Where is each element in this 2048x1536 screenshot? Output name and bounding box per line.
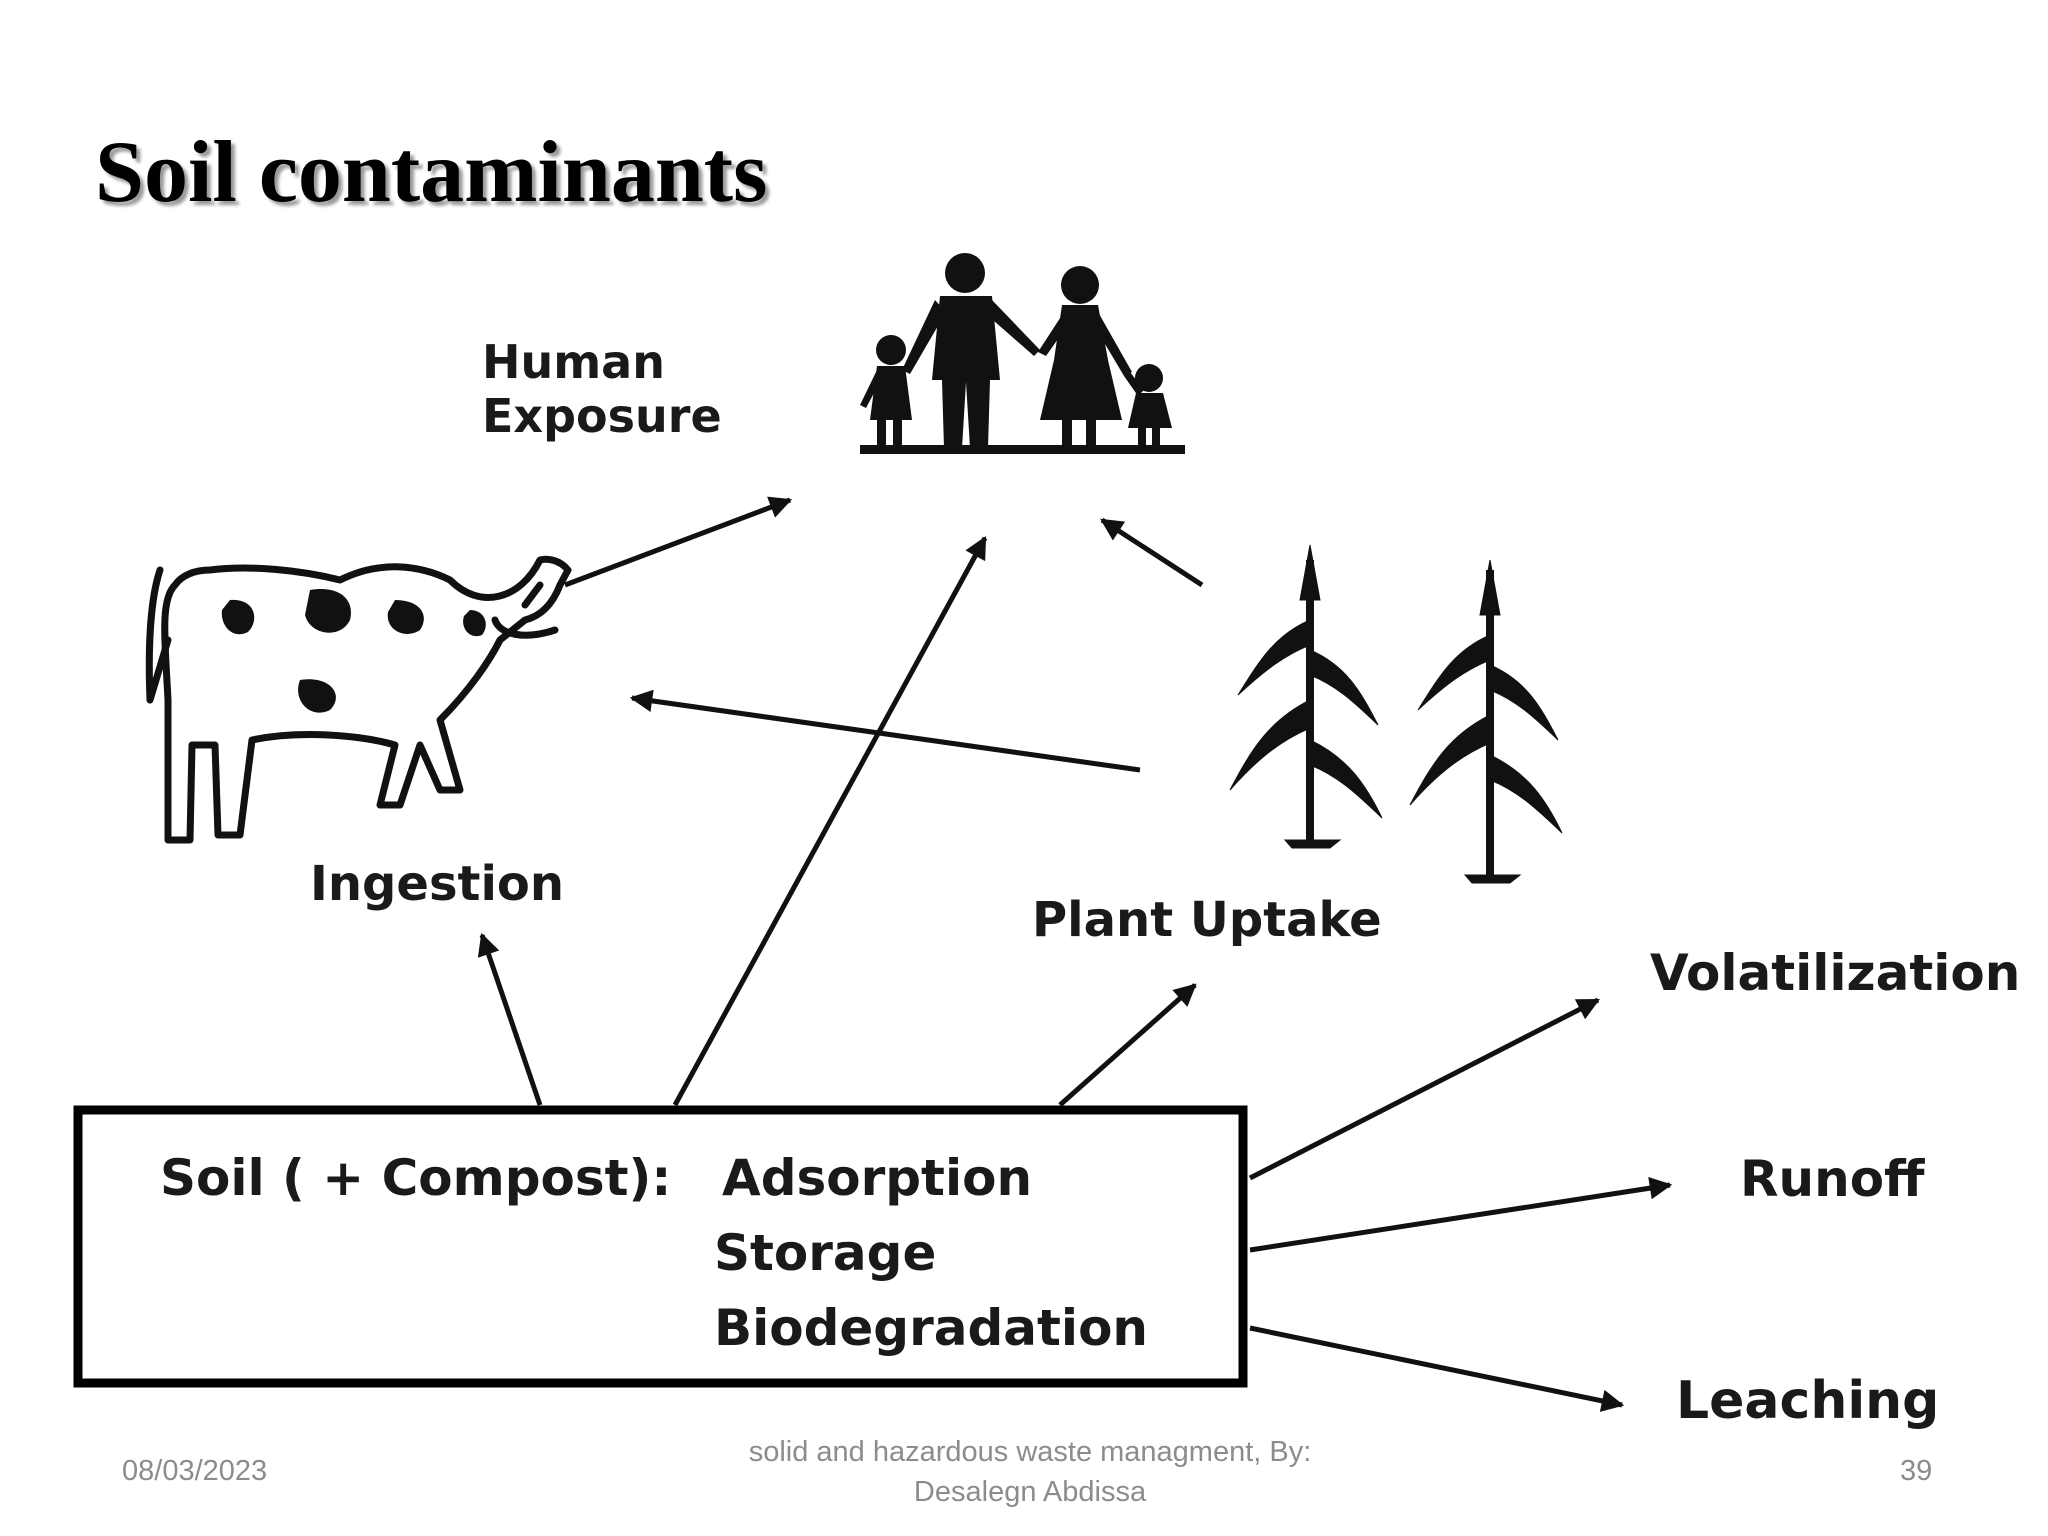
label-leaching: Leaching (1676, 1371, 1939, 1431)
soil-box-label: Soil ( + Compost): (160, 1149, 671, 1207)
arrow-soil-to-human-exposure (672, 536, 988, 1107)
arrow-plant-uptake-to-human-exposure (1100, 517, 1204, 588)
footer-course: solid and hazardous waste managment, By:… (680, 1432, 1380, 1512)
cow-spots (221, 589, 486, 713)
process-adsorption: Adsorption (722, 1149, 1032, 1207)
footer-page-number: 39 (1900, 1455, 1933, 1487)
arrow-ingestion-to-human-exposure (564, 496, 793, 588)
footer-course-line1: solid and hazardous waste managment, By: (748, 1436, 1312, 1468)
soil-box (73, 1105, 1248, 1388)
label-volatilization: Volatilization (1650, 944, 2020, 1002)
arrow-soil-to-ingestion (477, 932, 543, 1106)
label-ingestion: Ingestion (310, 856, 564, 912)
label-human-exposure-line2: Exposure (482, 389, 722, 443)
footer-date: 08/03/2023 (122, 1455, 268, 1487)
label-runoff: Runoff (1740, 1150, 1925, 1208)
arrow-soil-to-plant-uptake (1058, 983, 1197, 1107)
label-plant-uptake: Plant Uptake (1032, 892, 1382, 948)
arrow-soil-to-leaching (1249, 1325, 1625, 1412)
corn-plant-icon (1229, 544, 1563, 884)
arrow-plant-uptake-to-ingestion (629, 689, 1141, 773)
footer-course-line2: Desalegn Abdissa (913, 1476, 1147, 1508)
label-human-exposure-line1: Human (482, 335, 665, 389)
arrow-soil-to-runoff (1249, 1176, 1673, 1253)
family-icon (860, 253, 1185, 454)
slide-title: Soil contaminants (95, 124, 768, 221)
process-biodegradation: Biodegradation (714, 1299, 1148, 1357)
cow-icon (145, 555, 572, 844)
process-storage: Storage (714, 1224, 936, 1282)
arrow-soil-to-volatilization (1248, 997, 1601, 1181)
